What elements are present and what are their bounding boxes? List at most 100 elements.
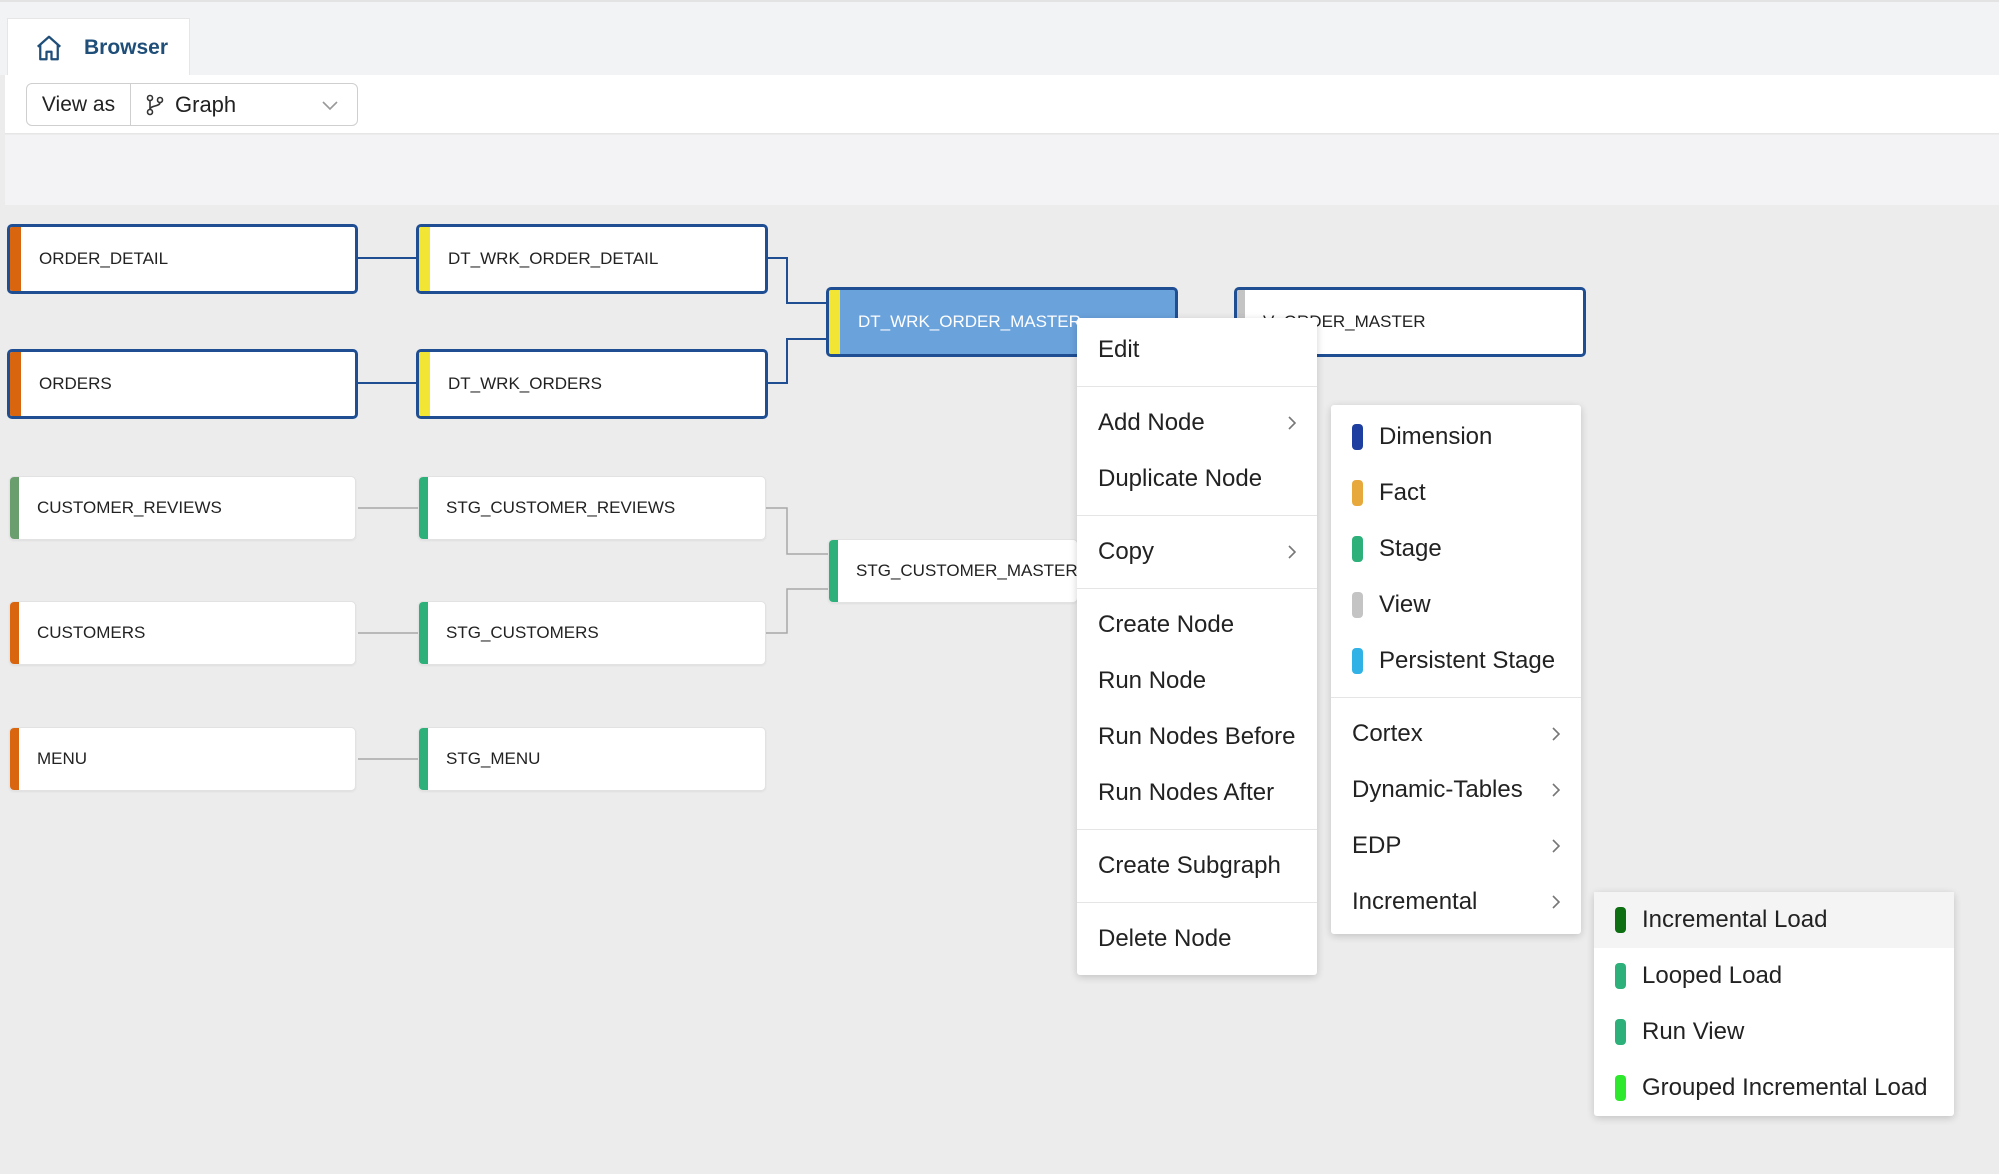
node-stg-customer-reviews[interactable]: STG_CUSTOMER_REVIEWS — [418, 476, 766, 540]
menu-item-edit[interactable]: Edit — [1077, 322, 1317, 378]
menu-item-label: Cortex — [1352, 720, 1423, 747]
node-type-swatch — [1615, 963, 1626, 989]
node-type-swatch — [1352, 480, 1363, 506]
node-type-strip — [10, 352, 21, 416]
node-type-strip — [419, 602, 428, 664]
menu-divider — [1331, 697, 1581, 698]
menu-item-duplicate-node[interactable]: Duplicate Node — [1077, 451, 1317, 507]
graph-header-band — [5, 135, 1999, 205]
node-label: STG_CUSTOMERS — [446, 623, 599, 642]
menu-divider — [1077, 902, 1317, 903]
node-type-strip — [419, 352, 430, 416]
toolbar: View as Graph — [5, 75, 1999, 134]
menu-item-run-nodes-before[interactable]: Run Nodes Before — [1077, 709, 1317, 765]
node-type-strip — [10, 602, 19, 664]
menu-item-label: Run Node — [1098, 667, 1207, 694]
view-mode-select[interactable]: Graph — [131, 84, 357, 125]
menu-item-label: Create Node — [1098, 611, 1235, 638]
edge-stg-customer-reviews — [766, 507, 828, 555]
node-stg-menu[interactable]: STG_MENU — [418, 727, 766, 791]
menu-item-label: Edit — [1098, 336, 1140, 363]
menu-item-label: View — [1379, 591, 1431, 618]
tab-browser-label: Browser — [84, 36, 169, 59]
menu-item-label: Add Node — [1098, 409, 1205, 436]
home-icon — [37, 35, 61, 61]
menu-item-dimension[interactable]: Dimension — [1331, 409, 1581, 465]
menu-item-looped-load[interactable]: Looped Load — [1594, 948, 1954, 1004]
menu-item-label: Persistent Stage — [1379, 647, 1556, 674]
menu-item-view[interactable]: View — [1331, 577, 1581, 633]
menu-item-run-view[interactable]: Run View — [1594, 1004, 1954, 1060]
menu-item-label: Delete Node — [1098, 925, 1232, 952]
chevron-right-icon — [1552, 727, 1561, 741]
node-type-strip — [10, 477, 19, 539]
node-label: CUSTOMERS — [37, 623, 146, 642]
edge-stg-customers — [766, 588, 828, 634]
node-order-detail[interactable]: ORDER_DETAIL — [7, 224, 358, 294]
chevron-right-icon — [1552, 783, 1561, 797]
menu-item-run-nodes-after[interactable]: Run Nodes After — [1077, 765, 1317, 821]
menu-item-label: Fact — [1379, 479, 1426, 506]
menu-item-incremental[interactable]: Incremental — [1331, 874, 1581, 930]
chevron-down-icon — [322, 101, 338, 111]
node-type-swatch — [1615, 907, 1626, 933]
node-type-strip — [419, 728, 428, 790]
menu-item-create-subgraph[interactable]: Create Subgraph — [1077, 838, 1317, 894]
node-customers[interactable]: CUSTOMERS — [9, 601, 356, 665]
incremental-submenu: Incremental Load Looped Load Run View Gr… — [1594, 892, 1954, 1116]
node-label: ORDERS — [39, 374, 112, 393]
node-context-menu: Edit Add Node Duplicate Node Copy Create… — [1077, 318, 1317, 975]
node-type-swatch — [1352, 648, 1363, 674]
menu-item-add-node[interactable]: Add Node — [1077, 395, 1317, 451]
chevron-right-icon — [1288, 416, 1297, 430]
menu-item-label: Duplicate Node — [1098, 465, 1263, 492]
node-dt-wrk-orders[interactable]: DT_WRK_ORDERS — [416, 349, 768, 419]
node-orders[interactable]: ORDERS — [7, 349, 358, 419]
menu-item-create-node[interactable]: Create Node — [1077, 597, 1317, 653]
menu-item-grouped-incremental-load[interactable]: Grouped Incremental Load — [1594, 1060, 1954, 1116]
menu-divider — [1077, 515, 1317, 516]
node-customer-reviews[interactable]: CUSTOMER_REVIEWS — [9, 476, 356, 540]
chevron-right-icon — [1288, 545, 1297, 559]
node-stg-customer-master[interactable]: STG_CUSTOMER_MASTER — [828, 539, 1078, 603]
node-menu[interactable]: MENU — [9, 727, 356, 791]
menu-item-label: Create Subgraph — [1098, 852, 1281, 879]
node-label: CUSTOMER_REVIEWS — [37, 498, 222, 517]
menu-item-label: Copy — [1098, 538, 1155, 565]
add-node-submenu: Dimension Fact Stage View Persistent Sta… — [1331, 405, 1581, 934]
menu-item-label: Run Nodes After — [1098, 779, 1275, 806]
menu-item-stage[interactable]: Stage — [1331, 521, 1581, 577]
menu-item-incremental-load[interactable]: Incremental Load — [1594, 892, 1954, 948]
node-label: STG_CUSTOMER_MASTER — [856, 561, 1078, 580]
node-label: ORDER_DETAIL — [39, 249, 169, 268]
menu-item-label: Stage — [1379, 535, 1442, 562]
node-type-swatch — [1352, 424, 1363, 450]
node-type-swatch — [1615, 1019, 1626, 1045]
menu-item-persistent-stage[interactable]: Persistent Stage — [1331, 633, 1581, 689]
menu-item-fact[interactable]: Fact — [1331, 465, 1581, 521]
node-type-strip — [419, 477, 428, 539]
menu-item-cortex[interactable]: Cortex — [1331, 706, 1581, 762]
node-dt-wrk-order-detail[interactable]: DT_WRK_ORDER_DETAIL — [416, 224, 768, 294]
menu-item-label: Incremental — [1352, 888, 1478, 915]
menu-item-run-node[interactable]: Run Node — [1077, 653, 1317, 709]
menu-item-edp[interactable]: EDP — [1331, 818, 1581, 874]
tab-browser[interactable]: Browser — [7, 18, 190, 77]
node-stg-customers[interactable]: STG_CUSTOMERS — [418, 601, 766, 665]
menu-item-label: Run View — [1642, 1018, 1745, 1045]
menu-item-label: Dimension — [1379, 423, 1493, 450]
menu-item-copy[interactable]: Copy — [1077, 524, 1317, 580]
menu-item-label: Looped Load — [1642, 962, 1783, 989]
node-label: DT_WRK_ORDER_DETAIL — [448, 249, 659, 268]
menu-item-dynamic-tables[interactable]: Dynamic-Tables — [1331, 762, 1581, 818]
menu-item-label: EDP — [1352, 832, 1402, 859]
node-type-strip — [829, 290, 840, 354]
menu-item-label: Dynamic-Tables — [1352, 776, 1523, 803]
menu-divider — [1077, 829, 1317, 830]
menu-item-label: Incremental Load — [1642, 906, 1828, 933]
node-type-strip — [10, 728, 19, 790]
menu-item-delete-node[interactable]: Delete Node — [1077, 911, 1317, 967]
view-mode-value: Graph — [175, 91, 237, 117]
node-type-swatch — [1352, 592, 1363, 618]
node-label: MENU — [37, 749, 88, 768]
